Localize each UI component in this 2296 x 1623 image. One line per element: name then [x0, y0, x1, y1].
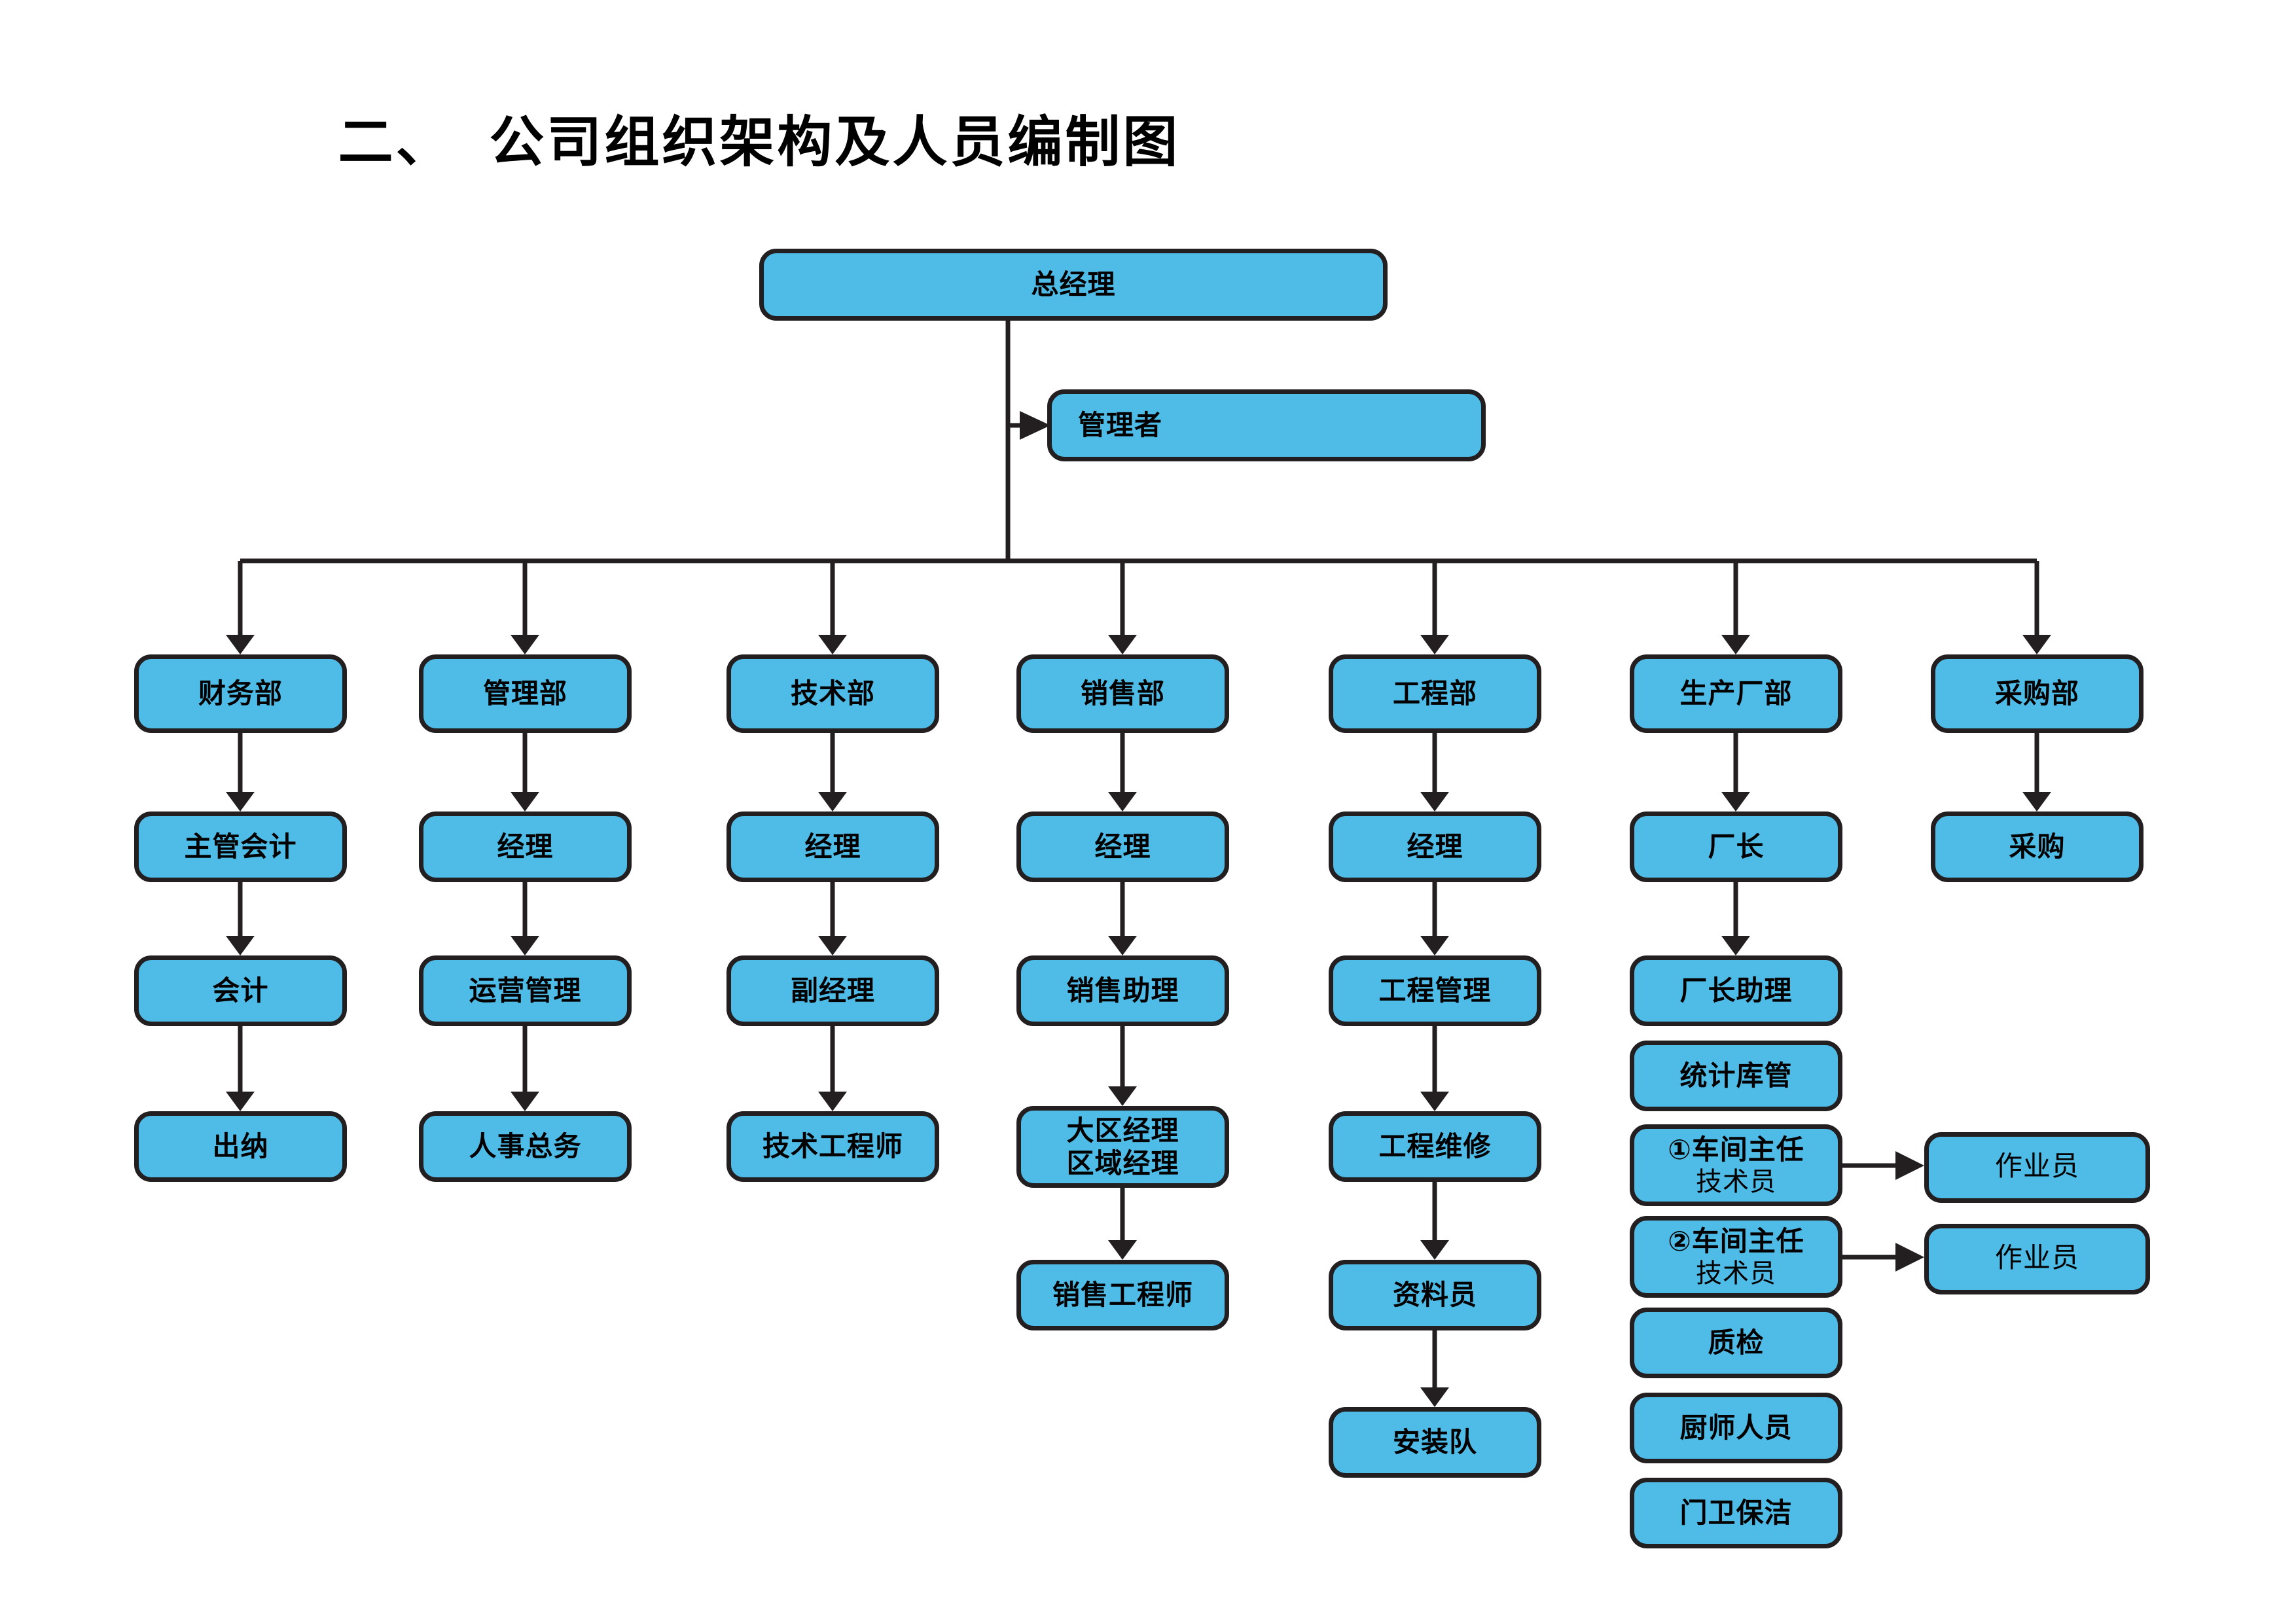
- node-engineering-management[interactable]: 工程管理: [1329, 955, 1541, 1026]
- node-management-manager[interactable]: 经理: [419, 812, 632, 882]
- node-label: 技术工程师: [762, 1131, 903, 1162]
- node-label: 作业员: [1994, 1152, 2079, 1183]
- node-label: 采购: [2009, 831, 2066, 863]
- node-label: 厂长: [1708, 831, 1765, 863]
- node-label: 运营管理: [469, 975, 582, 1007]
- node-label: 财务部: [198, 678, 283, 709]
- node-dept-purchasing[interactable]: 采购部: [1931, 654, 2144, 733]
- node-label: 副经理: [790, 975, 875, 1007]
- node-cashier[interactable]: 出纳: [134, 1111, 347, 1182]
- node-security-cleaning[interactable]: 门卫保洁: [1630, 1478, 1842, 1548]
- node-label: 人事总务: [469, 1131, 582, 1162]
- node-label: 销售助理: [1066, 975, 1179, 1007]
- node-label: 总经理: [1031, 269, 1116, 300]
- node-label: 销售部: [1080, 678, 1165, 709]
- node-operator-2[interactable]: 作业员: [1924, 1224, 2150, 1294]
- node-engineering-manager[interactable]: 经理: [1329, 812, 1541, 882]
- node-dept-finance[interactable]: 财务部: [134, 654, 347, 733]
- node-workshop-director-1[interactable]: ①车间主任 技术员: [1630, 1124, 1842, 1206]
- node-sales-manager[interactable]: 经理: [1016, 812, 1229, 882]
- node-label: 厨师人员: [1679, 1412, 1793, 1444]
- arrowhead-manager: [1020, 411, 1050, 440]
- node-chief-accountant[interactable]: 主管会计: [134, 812, 347, 882]
- node-label: 工程部: [1392, 678, 1477, 709]
- node-label: 经理: [497, 831, 554, 863]
- node-accountant[interactable]: 会计: [134, 955, 347, 1026]
- node-label: 资料员: [1392, 1279, 1477, 1311]
- node-workshop-director-2[interactable]: ②车间主任 技术员: [1630, 1216, 1842, 1298]
- node-document-clerk[interactable]: 资料员: [1329, 1260, 1541, 1330]
- node-label: 门卫保洁: [1679, 1497, 1793, 1529]
- node-plant-director[interactable]: 厂长: [1630, 812, 1842, 882]
- node-label-line1: 大区经理: [1066, 1115, 1179, 1146]
- node-label: 统计库管: [1679, 1060, 1793, 1092]
- node-label-line2: 区域经理: [1066, 1147, 1179, 1179]
- page-title: 二、 公司组织架构及人员编制图: [338, 111, 1181, 173]
- node-label-line2: 技术员: [1696, 1258, 1776, 1288]
- node-label: 安装队: [1392, 1427, 1477, 1458]
- node-technical-engineer[interactable]: 技术工程师: [726, 1111, 939, 1182]
- node-plant-director-assistant[interactable]: 厂长助理: [1630, 955, 1842, 1026]
- node-engineering-maintenance[interactable]: 工程维修: [1329, 1111, 1541, 1182]
- node-label: 出纳: [212, 1131, 269, 1162]
- node-dept-sales[interactable]: 销售部: [1016, 654, 1229, 733]
- node-label: 经理: [1407, 831, 1463, 863]
- node-label: 经理: [804, 831, 861, 863]
- node-operator-1[interactable]: 作业员: [1924, 1132, 2150, 1203]
- node-deputy-manager[interactable]: 副经理: [726, 955, 939, 1026]
- node-label: 主管会计: [184, 831, 297, 863]
- node-statistics-warehouse[interactable]: 统计库管: [1630, 1041, 1842, 1111]
- node-operations-management[interactable]: 运营管理: [419, 955, 632, 1026]
- node-kitchen-staff[interactable]: 厨师人员: [1630, 1393, 1842, 1463]
- node-label: 技术部: [790, 678, 875, 709]
- node-label: 经理: [1094, 831, 1151, 863]
- node-dept-engineering[interactable]: 工程部: [1329, 654, 1541, 733]
- node-label-line2: 技术员: [1696, 1166, 1776, 1196]
- node-label: 生产厂部: [1679, 678, 1793, 709]
- node-dept-management[interactable]: 管理部: [419, 654, 632, 733]
- node-label: 工程维修: [1378, 1131, 1492, 1162]
- node-dept-production[interactable]: 生产厂部: [1630, 654, 1842, 733]
- node-label: 会计: [212, 975, 269, 1007]
- node-label: 管理部: [482, 678, 567, 709]
- node-technical-manager[interactable]: 经理: [726, 812, 939, 882]
- node-dept-technical[interactable]: 技术部: [726, 654, 939, 733]
- node-quality-inspection[interactable]: 质检: [1630, 1308, 1842, 1378]
- node-sales-assistant[interactable]: 销售助理: [1016, 955, 1229, 1026]
- node-label: 质检: [1708, 1327, 1765, 1359]
- node-installation-team[interactable]: 安装队: [1329, 1407, 1541, 1478]
- node-label: 销售工程师: [1052, 1279, 1193, 1311]
- node-regional-managers[interactable]: 大区经理 区域经理: [1016, 1106, 1229, 1188]
- node-sales-engineer[interactable]: 销售工程师: [1016, 1260, 1229, 1330]
- node-label-line1: ①车间主任: [1668, 1134, 1804, 1166]
- node-hr-general-affairs[interactable]: 人事总务: [419, 1111, 632, 1182]
- node-general-manager[interactable]: 总经理: [759, 249, 1388, 321]
- node-label: 工程管理: [1378, 975, 1492, 1007]
- node-purchasing-staff[interactable]: 采购: [1931, 812, 2144, 882]
- node-label: 采购部: [1994, 678, 2079, 709]
- node-manager[interactable]: 管理者: [1047, 389, 1486, 461]
- node-label-line1: ②车间主任: [1668, 1226, 1804, 1257]
- node-label: 厂长助理: [1679, 975, 1793, 1007]
- node-label: 管理者: [1078, 410, 1163, 441]
- node-label: 作业员: [1994, 1243, 2079, 1274]
